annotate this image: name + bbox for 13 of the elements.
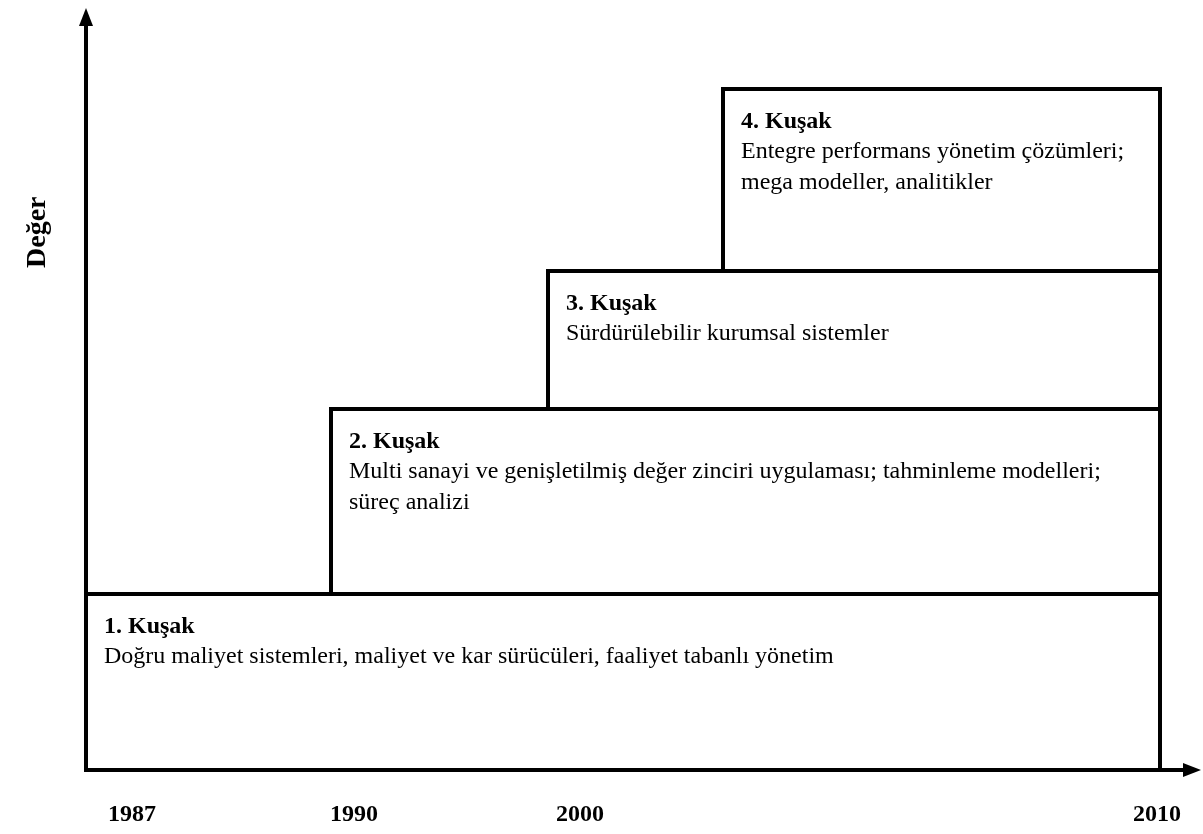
axis-title: Değer (20, 196, 52, 268)
year-label: 2010 (1133, 800, 1181, 827)
year-label: 1987 (108, 800, 156, 827)
generation-heading: 3. Kuşak (566, 288, 657, 317)
generation-description: Multi sanayi ve genişletilmiş değer zinciri uygulaması; tahminleme modelleri; süreç analizi (349, 456, 1102, 516)
year-label: 2000 (556, 800, 604, 827)
generation-description: Entegre performans yönetim çözümleri; mega modeller, analitikler (741, 136, 1126, 196)
year-label: 1990 (330, 800, 378, 827)
generation-heading: 2. Kuşak (349, 426, 440, 455)
generation-heading: 1. Kuşak (104, 611, 195, 640)
generation-description: Doğru maliyet sistemleri, maliyet ve kar sürücüleri, faaliyet tabanlı yönetim (104, 641, 834, 670)
generation-description: Sürdürülebilir kurumsal sistemler (566, 318, 889, 347)
generation-heading: 4. Kuşak (741, 106, 832, 135)
